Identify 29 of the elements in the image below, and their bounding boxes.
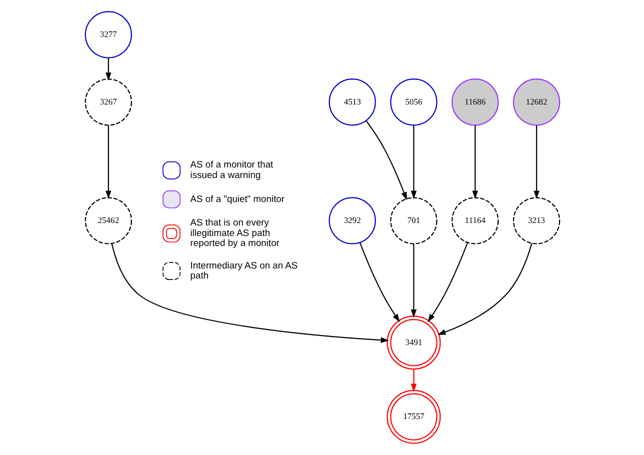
arrow bbox=[105, 125, 111, 199]
arrow bbox=[410, 244, 416, 318]
arrow bbox=[105, 58, 111, 81]
node-circle: 17557 bbox=[386, 390, 440, 444]
node-circle: 3267 bbox=[84, 78, 132, 126]
node-circle: 11164 bbox=[451, 197, 498, 244]
legend-label: AS that is on every illegitimate AS path reported by a monitor bbox=[190, 218, 279, 248]
node-circle: 701 bbox=[390, 197, 437, 244]
arrow bbox=[472, 125, 478, 199]
legend-label: AS of a monitor that issued a warning bbox=[190, 160, 273, 180]
arrow bbox=[410, 125, 416, 199]
legend-label: AS of a "quiet" monitor bbox=[190, 194, 284, 204]
arrow bbox=[427, 242, 468, 322]
node-circle: 25462 bbox=[84, 197, 132, 244]
arrow bbox=[410, 369, 416, 392]
node-circle: 12682 bbox=[512, 78, 560, 126]
node-circle: 3277 bbox=[84, 11, 132, 58]
arrow bbox=[365, 120, 406, 200]
arrow bbox=[110, 243, 389, 343]
arrow bbox=[533, 125, 539, 199]
arrow bbox=[436, 243, 532, 335]
node-circle: 11686 bbox=[451, 78, 498, 126]
node-circle: 3213 bbox=[512, 197, 560, 244]
node-circle: 5056 bbox=[390, 78, 437, 126]
node-circle: 3292 bbox=[328, 197, 376, 244]
node-circle: 3491 bbox=[386, 316, 440, 370]
arrow bbox=[358, 242, 400, 322]
node-circle: 4513 bbox=[328, 78, 376, 126]
legend-label: Intermediary AS on an AS path bbox=[190, 260, 298, 280]
